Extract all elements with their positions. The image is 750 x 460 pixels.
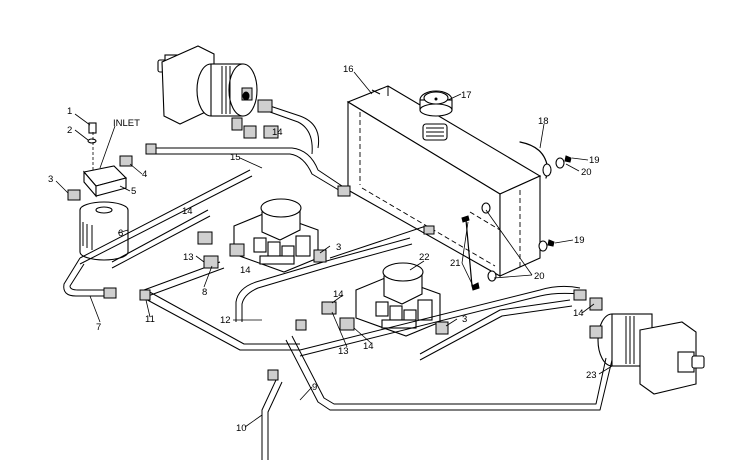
callout-18: 18 <box>538 116 549 127</box>
callout-inlet: INLET <box>113 118 140 129</box>
callout-22: 22 <box>419 252 430 263</box>
callout-13b: 13 <box>338 346 349 357</box>
leader-lines <box>55 71 613 428</box>
callout-5: 5 <box>131 186 136 197</box>
callout-20b: 20 <box>534 271 545 282</box>
callout-3c: 3 <box>462 314 467 325</box>
callout-19a: 19 <box>589 155 600 166</box>
callout-12: 12 <box>220 315 231 326</box>
control-valve-lower <box>355 262 441 337</box>
callout-1: 1 <box>67 106 72 117</box>
filler-cap <box>419 90 453 141</box>
callout-7: 7 <box>96 322 101 333</box>
bottom-motor <box>597 313 705 395</box>
callout-14c: 14 <box>240 265 251 276</box>
callout-14e: 14 <box>363 341 374 352</box>
top-motor <box>157 45 258 131</box>
callout-20a: 20 <box>581 167 592 178</box>
callout-8: 8 <box>202 287 207 298</box>
control-valve-upper <box>233 198 319 273</box>
callout-14b: 14 <box>182 206 193 217</box>
callout-15: 15 <box>230 152 241 163</box>
filter-assembly <box>67 122 133 261</box>
callout-21: 21 <box>450 258 461 269</box>
callout-14f: 14 <box>573 308 584 319</box>
callout-4: 4 <box>142 169 147 180</box>
dipstick-and-hardware <box>461 141 572 291</box>
callout-3b: 3 <box>336 242 341 253</box>
callout-17: 17 <box>461 90 472 101</box>
callout-13a: 13 <box>183 252 194 263</box>
callout-labels: 1 2 INLET 3 4 5 6 7 8 9 10 11 12 13 13 1… <box>48 64 600 434</box>
callout-2: 2 <box>67 125 72 136</box>
fittings <box>103 99 603 381</box>
callout-11: 11 <box>145 314 155 325</box>
callout-14a: 14 <box>272 127 283 138</box>
callout-23: 23 <box>586 370 597 381</box>
callout-19b: 19 <box>574 235 585 246</box>
callout-14d: 14 <box>333 289 344 300</box>
callout-16: 16 <box>343 64 354 75</box>
callout-3a: 3 <box>48 174 53 185</box>
callout-6: 6 <box>118 228 123 239</box>
callout-10: 10 <box>236 423 247 434</box>
callout-9: 9 <box>312 382 317 393</box>
hydraulic-lines <box>63 105 613 460</box>
